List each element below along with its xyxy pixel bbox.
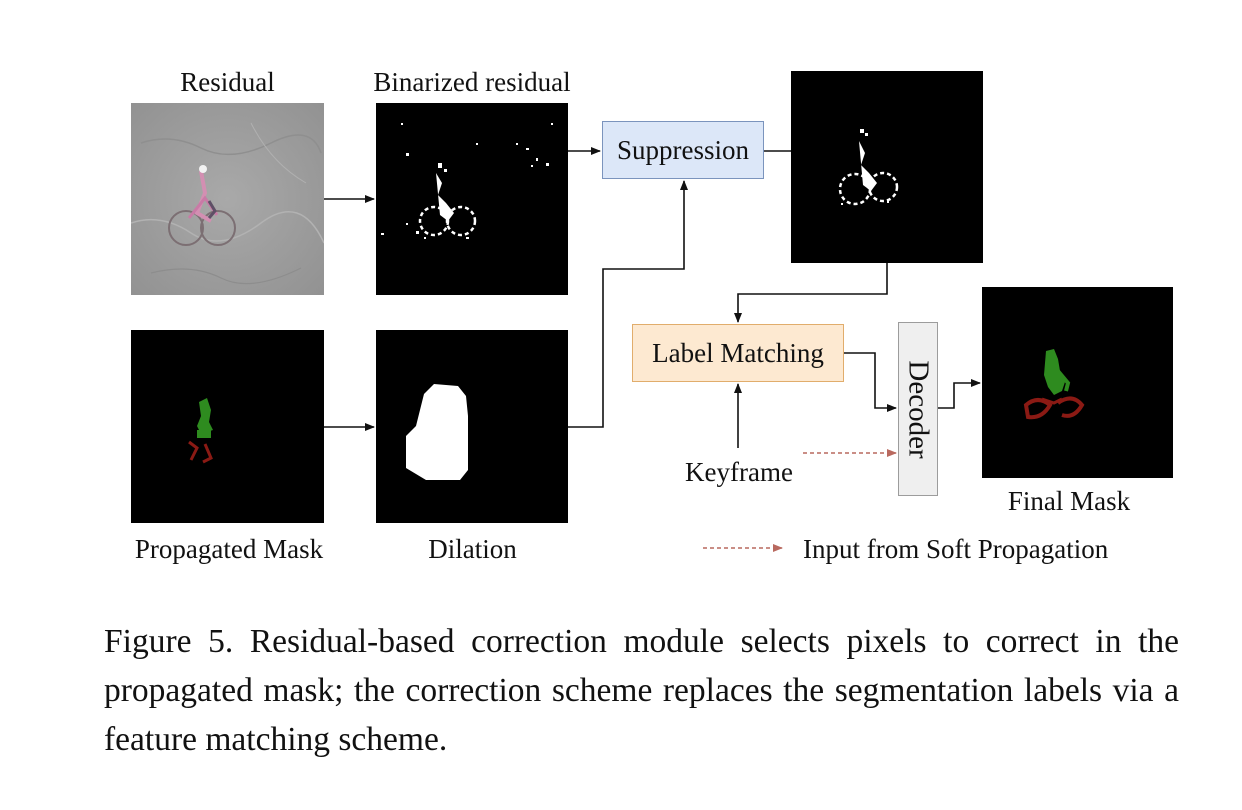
suppression-block: Suppression [602, 121, 764, 179]
label-matching-block-label: Label Matching [652, 337, 824, 368]
final-mask-image [982, 287, 1173, 478]
binarized-residual-image [376, 103, 568, 295]
dilation-image [376, 330, 568, 523]
dilation-label: Dilation [428, 534, 517, 564]
label-matching-block: Label Matching [632, 324, 844, 382]
arrow-dilation-to-suppression [568, 180, 688, 428]
final-mask-label: Final Mask [1007, 486, 1131, 516]
decoder-block-label: Decoder [902, 359, 935, 459]
residual-image [131, 103, 324, 295]
suppression-block-label: Suppression [616, 134, 749, 165]
keyframe-label: Keyframe [685, 457, 793, 487]
arrow-output-to-label-matching [734, 263, 888, 323]
arrow-label-matching-to-decoder [844, 352, 897, 412]
figure-caption: Figure 5. Residual-based correction modu… [104, 623, 1179, 758]
propagated-mask-image [131, 330, 324, 523]
arrow-decoder-to-final-mask [938, 379, 981, 409]
residual-label: Residual [180, 67, 275, 97]
propagated-mask-label: Propagated Mask [134, 534, 324, 564]
suppression-output-image [791, 71, 983, 263]
binarized-residual-label: Binarized residual [373, 67, 571, 97]
legend-soft-propagation-label: Input from Soft Propagation [803, 534, 1109, 564]
decoder-block: Decoder [898, 322, 938, 496]
